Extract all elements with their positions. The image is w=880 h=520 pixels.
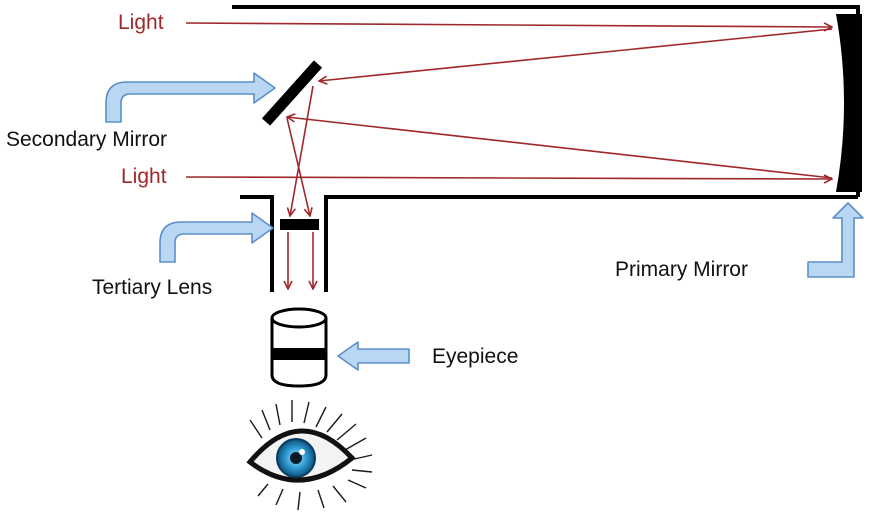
eyepiece-band <box>272 348 326 360</box>
ray-incoming-top <box>185 22 832 27</box>
ray-down-left <box>286 117 310 216</box>
tertiary-lens <box>280 219 319 230</box>
secondary-mirror <box>261 60 323 126</box>
telescope-tube <box>232 5 860 292</box>
tube-bottom-wall <box>324 195 858 292</box>
tertiary-lens-label: Tertiary Lens <box>92 276 213 299</box>
light-label-top: Light <box>118 11 164 34</box>
callout-arrows <box>105 72 864 371</box>
eyepiece-callout-arrow <box>337 341 410 371</box>
eyepiece-top <box>270 307 328 329</box>
secondary-mirror-label: Secondary Mirror <box>6 128 168 151</box>
ray-reflected-top <box>319 28 833 81</box>
ray-incoming-bottom <box>185 177 832 179</box>
light-label-bottom: Light <box>121 165 167 188</box>
ray-reflected-bottom <box>287 117 833 179</box>
eye-pupil <box>290 452 302 464</box>
primary-mirror-callout-arrow <box>807 202 864 278</box>
light-rays <box>185 22 833 289</box>
tertiary-lens-callout-arrow <box>159 212 274 263</box>
ray-down-right <box>290 85 314 216</box>
primary-mirror-label: Primary Mirror <box>615 258 748 281</box>
eye-icon <box>246 400 373 511</box>
primary-mirror <box>836 14 862 192</box>
secondary-mirror-callout-arrow <box>105 72 276 123</box>
eyepiece-label: Eyepiece <box>432 345 519 368</box>
eyepiece <box>270 307 328 388</box>
eyepiece-tube-left-wall <box>240 195 274 292</box>
